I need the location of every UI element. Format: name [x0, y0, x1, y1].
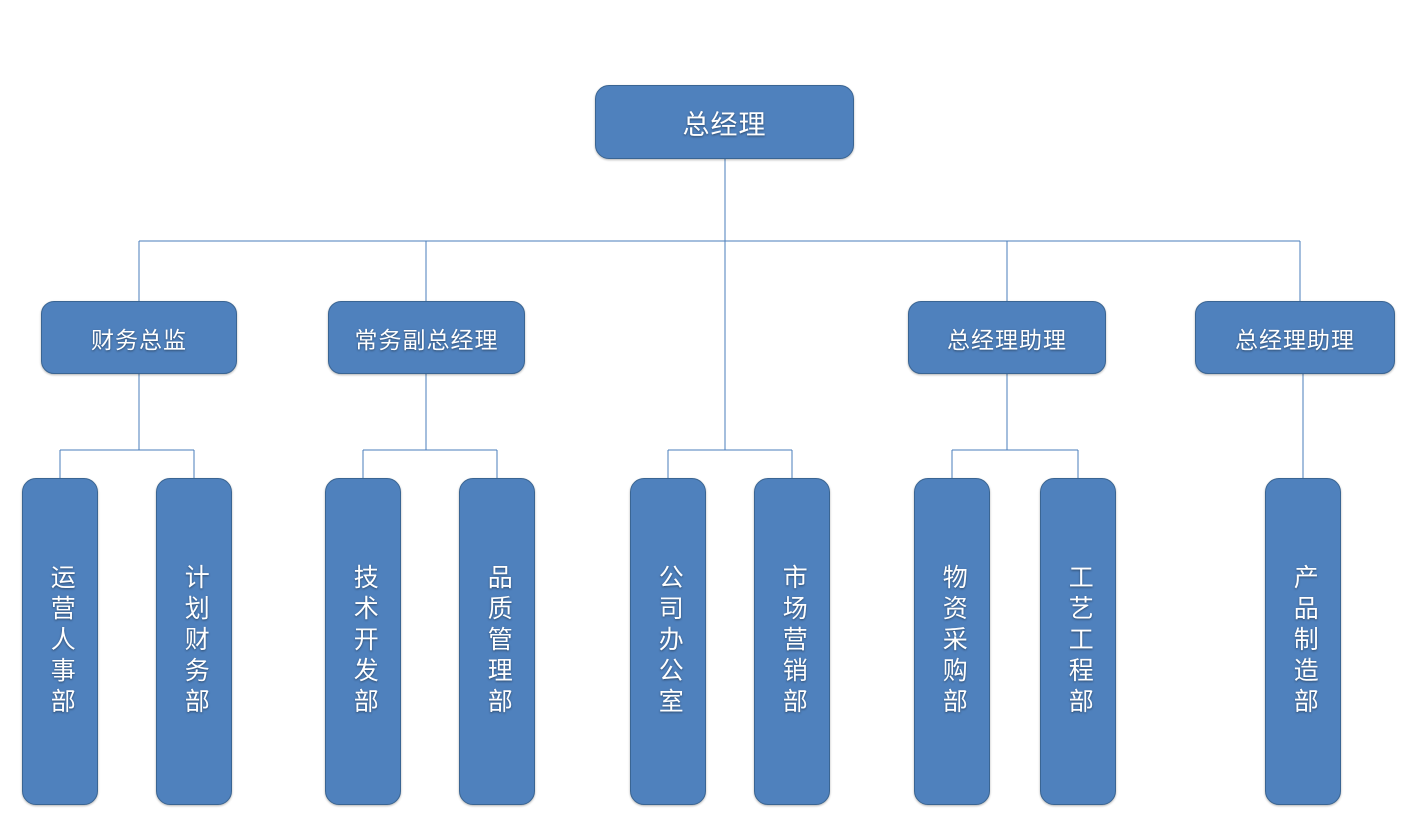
- org-node-evp[interactable]: 常务副总经理: [328, 301, 525, 374]
- org-node-office[interactable]: 公司办公室: [630, 478, 706, 805]
- org-node-label: 财务总监: [91, 327, 187, 353]
- org-node-label: 总经理助理: [1235, 327, 1355, 353]
- org-node-ops-hr[interactable]: 运营人事部: [22, 478, 98, 805]
- org-node-procurement[interactable]: 物资采购部: [914, 478, 990, 805]
- org-node-label: 总经理助理: [947, 327, 1067, 353]
- org-node-label: 公司办公室: [655, 564, 683, 719]
- org-node-manufacture[interactable]: 产品制造部: [1265, 478, 1341, 805]
- org-node-label: 计划财务部: [181, 564, 209, 719]
- org-node-label: 物资采购部: [939, 564, 967, 719]
- org-node-asst2[interactable]: 总经理助理: [1195, 301, 1395, 374]
- org-node-label: 技术开发部: [350, 564, 378, 719]
- org-node-label: 常务副总经理: [354, 327, 499, 353]
- org-node-label: 工艺工程部: [1065, 564, 1093, 719]
- org-node-quality[interactable]: 品质管理部: [459, 478, 535, 805]
- org-node-label: 总经理: [682, 109, 767, 140]
- org-node-asst1[interactable]: 总经理助理: [908, 301, 1106, 374]
- org-node-label: 品质管理部: [484, 564, 512, 719]
- org-node-label: 运营人事部: [47, 564, 75, 719]
- org-node-marketing[interactable]: 市场营销部: [754, 478, 830, 805]
- org-node-label: 市场营销部: [779, 564, 807, 719]
- org-node-root[interactable]: 总经理: [595, 85, 854, 159]
- org-node-tech-dev[interactable]: 技术开发部: [325, 478, 401, 805]
- org-node-label: 产品制造部: [1290, 564, 1318, 719]
- org-node-cfo[interactable]: 财务总监: [41, 301, 237, 374]
- org-node-process-eng[interactable]: 工艺工程部: [1040, 478, 1116, 805]
- org-node-plan-finance[interactable]: 计划财务部: [156, 478, 232, 805]
